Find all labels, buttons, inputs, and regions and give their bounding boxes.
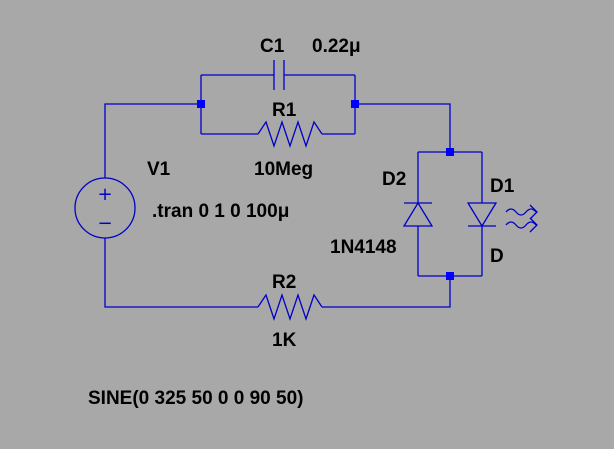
diode-d1-triangle — [466, 202, 498, 228]
v1-ref-label: V1 — [147, 159, 171, 180]
junction-dot — [446, 148, 454, 156]
resistor-r1[interactable] — [257, 119, 323, 149]
d1-ref-label: D1 — [490, 176, 515, 197]
wire-left-top[interactable] — [104, 103, 201, 178]
resistor-r2-zigzag — [257, 292, 323, 322]
junctions — [197, 100, 454, 280]
source-minus-sign: − — [97, 213, 112, 234]
diode-d1[interactable] — [466, 202, 538, 233]
junction-dot — [351, 100, 359, 108]
wires — [104, 74, 483, 308]
junction-dot — [197, 100, 205, 108]
d2-model-label: 1N4148 — [330, 237, 397, 258]
c1-value-label: 0.22μ — [312, 36, 361, 57]
labels: C1 0.22μ R1 10Meg V1 .tran 0 1 0 100μ D2… — [88, 36, 515, 409]
source-plus-sign: + — [97, 184, 112, 205]
d2-ref-label: D2 — [382, 169, 406, 190]
r2-ref-label: R2 — [272, 272, 296, 293]
wire-right-top[interactable] — [355, 103, 451, 152]
r1-ref-label: R1 — [272, 100, 297, 121]
source-circle — [74, 177, 136, 239]
r1-value-label: 10Meg — [254, 159, 313, 180]
diode-d2-triangle — [402, 201, 434, 227]
wire-left-bottom[interactable] — [104, 238, 258, 308]
r2-value-label: 1K — [272, 330, 297, 351]
resistor-r2[interactable] — [257, 292, 323, 322]
v1-value-label[interactable]: SINE(0 325 50 0 0 90 50) — [88, 388, 303, 409]
d1-model-label: D — [490, 246, 504, 267]
c1-ref-label: C1 — [260, 36, 285, 57]
resistor-r1-zigzag — [257, 119, 323, 149]
voltage-source-v1[interactable]: + − — [74, 177, 136, 239]
led-light-emission-icon — [505, 204, 538, 233]
tran-directive[interactable]: .tran 0 1 0 100μ — [152, 201, 289, 222]
junction-dot — [446, 272, 454, 280]
wire-right-bottom[interactable] — [322, 276, 451, 308]
diode-d2[interactable] — [402, 201, 434, 227]
capacitor-c1[interactable] — [273, 60, 285, 90]
